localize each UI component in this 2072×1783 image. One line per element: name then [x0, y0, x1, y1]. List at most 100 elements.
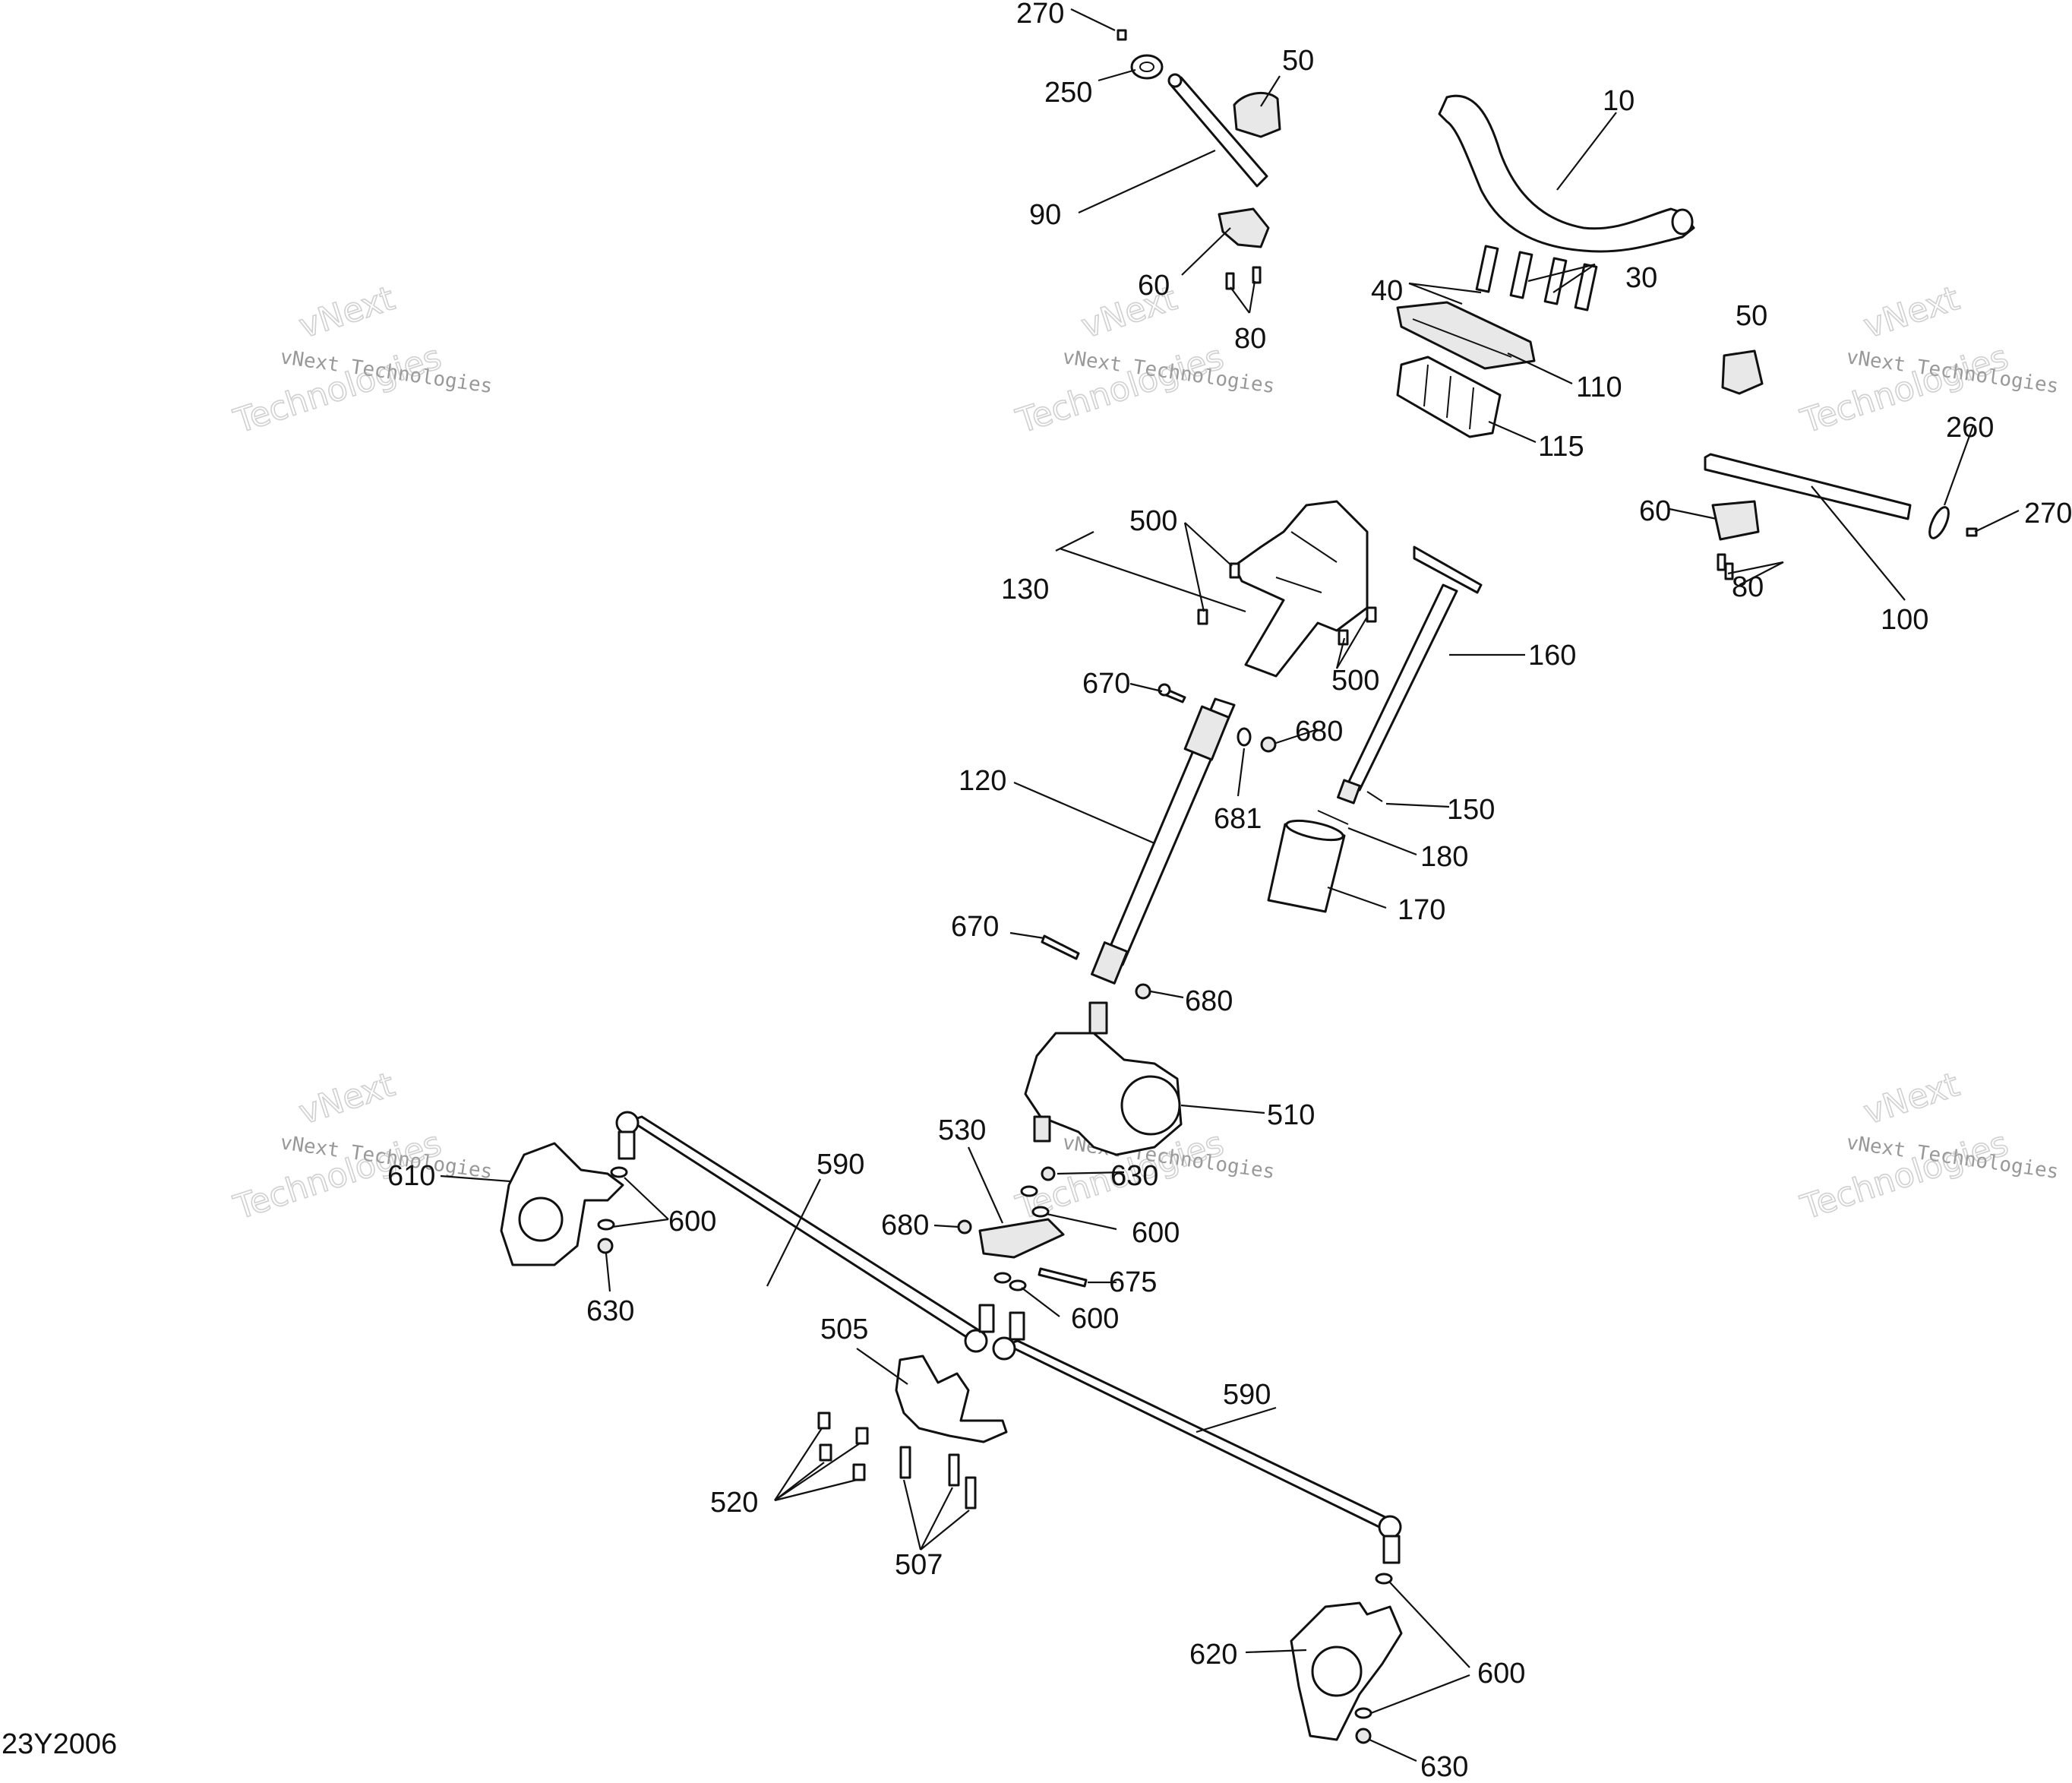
part-170-boot	[1267, 819, 1346, 913]
part-130-column-support	[1233, 500, 1369, 678]
callout-630: 630	[1110, 1160, 1158, 1192]
part-681-washer	[1237, 727, 1252, 747]
part-610-knuckle-left	[500, 1142, 624, 1266]
callout-500: 500	[1129, 505, 1177, 537]
part-250-cap	[1130, 54, 1164, 80]
callout-250: 250	[1044, 77, 1092, 109]
part-180-pin	[1317, 810, 1349, 825]
callout-270-right: 270	[2024, 498, 2072, 530]
callout-40: 40	[1371, 275, 1403, 307]
part-80-screws-right	[1717, 553, 1734, 580]
callout-600-left: 600	[668, 1206, 716, 1238]
watermark-mid-left: vNext vNext Technologies Technologies	[229, 1064, 494, 1228]
watermark-brand: vNext	[295, 279, 400, 346]
callout-680-mid: 680	[881, 1209, 929, 1241]
part-680-nut-upper	[1260, 736, 1277, 753]
callout-60: 60	[1138, 270, 1170, 302]
part-160-steering-shaft	[1337, 545, 1483, 805]
callout-600-mid: 600	[1071, 1303, 1119, 1335]
leader-lines	[440, 8, 2020, 1762]
part-150-pin	[1366, 791, 1383, 802]
part-270-screw-right	[1966, 527, 1978, 537]
part-115-pad	[1396, 356, 1502, 438]
watermark-top-right: vNext vNext Technologies Technologies	[1796, 278, 2060, 441]
part-50-cover-left	[1233, 91, 1281, 138]
part-120-intermediate-shaft	[1091, 697, 1236, 985]
callout-500-lower: 500	[1331, 665, 1379, 697]
callout-507: 507	[895, 1549, 943, 1581]
callout-600: 600	[1132, 1217, 1180, 1249]
callout-510: 510	[1267, 1099, 1315, 1131]
callout-180: 180	[1420, 841, 1468, 873]
part-680-nut-lower	[1135, 983, 1151, 1000]
part-530-pitman-arm	[978, 1218, 1065, 1259]
part-680-nut-mid	[957, 1219, 972, 1235]
part-520-bolts	[817, 1412, 869, 1481]
part-630-nut-left	[597, 1238, 614, 1254]
callout-50-right: 50	[1736, 300, 1767, 332]
watermark-brand: vNext	[1859, 279, 1964, 346]
callout-110: 110	[1576, 371, 1622, 403]
callout-260: 260	[1946, 412, 1994, 444]
callout-150: 150	[1447, 794, 1495, 826]
callout-10: 10	[1603, 85, 1635, 117]
callout-505: 505	[820, 1314, 868, 1345]
part-110-clamp	[1396, 301, 1536, 370]
part-590-tie-rod-left	[615, 1111, 995, 1353]
callout-675: 675	[1109, 1266, 1157, 1298]
callout-680: 680	[1295, 716, 1343, 748]
part-590-tie-rod-right	[992, 1311, 1402, 1564]
diagram-code: 23Y2006	[2, 1728, 117, 1760]
part-10-handlebar	[1438, 94, 1695, 253]
callout-80: 80	[1234, 323, 1266, 355]
part-505-bracket	[895, 1355, 1008, 1443]
callout-130: 130	[1001, 574, 1049, 605]
watermark-top-left: vNext vNext Technologies Technologies	[229, 278, 494, 441]
callout-590-right: 590	[1223, 1379, 1271, 1411]
watermark-mid-right: vNext vNext Technologies Technologies	[1796, 1064, 2060, 1228]
part-30-bolts	[1475, 245, 1598, 311]
callout-590: 590	[816, 1149, 864, 1181]
callout-50: 50	[1282, 45, 1314, 77]
callout-80-right: 80	[1732, 571, 1764, 603]
callout-270: 270	[1016, 0, 1064, 30]
callout-115: 115	[1538, 431, 1584, 463]
part-600-washers-right	[1354, 1573, 1393, 1719]
part-630-nut-mid	[1041, 1166, 1056, 1181]
watermark-top-center: vNext vNext Technologies Technologies	[1011, 278, 1276, 441]
callout-530: 530	[938, 1114, 986, 1146]
part-270-screw-top	[1117, 29, 1127, 41]
callout-680-lower: 680	[1185, 985, 1233, 1017]
part-100-bar-right	[1704, 453, 1912, 520]
watermark-brand: vNext	[1859, 1065, 1964, 1132]
callout-681: 681	[1214, 803, 1262, 835]
part-507-bolts	[899, 1446, 977, 1510]
part-620-knuckle-right	[1290, 1601, 1403, 1741]
part-60-bracket-right	[1711, 500, 1760, 541]
callout-520: 520	[710, 1487, 758, 1519]
callout-170: 170	[1398, 894, 1445, 926]
watermark-brand: vNext	[295, 1065, 400, 1132]
callout-670-lower: 670	[951, 911, 999, 943]
part-510-power-steering	[1024, 1001, 1183, 1156]
part-600-washers-left	[597, 1166, 628, 1231]
part-260-cap	[1928, 506, 1950, 539]
callout-610: 610	[387, 1160, 435, 1192]
callout-30: 30	[1625, 262, 1657, 294]
part-670-bolt-lower	[1041, 934, 1080, 960]
part-600-washers-mid	[993, 1185, 1050, 1291]
callout-labels: 270 250 50 10 90 60 80 40 30 110 115 50 …	[387, 0, 2072, 1783]
callout-630-right: 630	[1420, 1751, 1468, 1783]
part-630-nut-right	[1355, 1728, 1372, 1744]
callout-620: 620	[1189, 1639, 1237, 1671]
part-670-bolt-upper	[1158, 683, 1186, 703]
callout-630-left: 630	[586, 1295, 634, 1327]
callout-60-right: 60	[1639, 495, 1671, 527]
callout-100: 100	[1881, 604, 1928, 636]
part-90-grip-tube	[1167, 73, 1268, 188]
callout-90: 90	[1029, 199, 1061, 231]
callout-600-right: 600	[1477, 1658, 1525, 1690]
part-50-cover-right	[1721, 349, 1764, 395]
